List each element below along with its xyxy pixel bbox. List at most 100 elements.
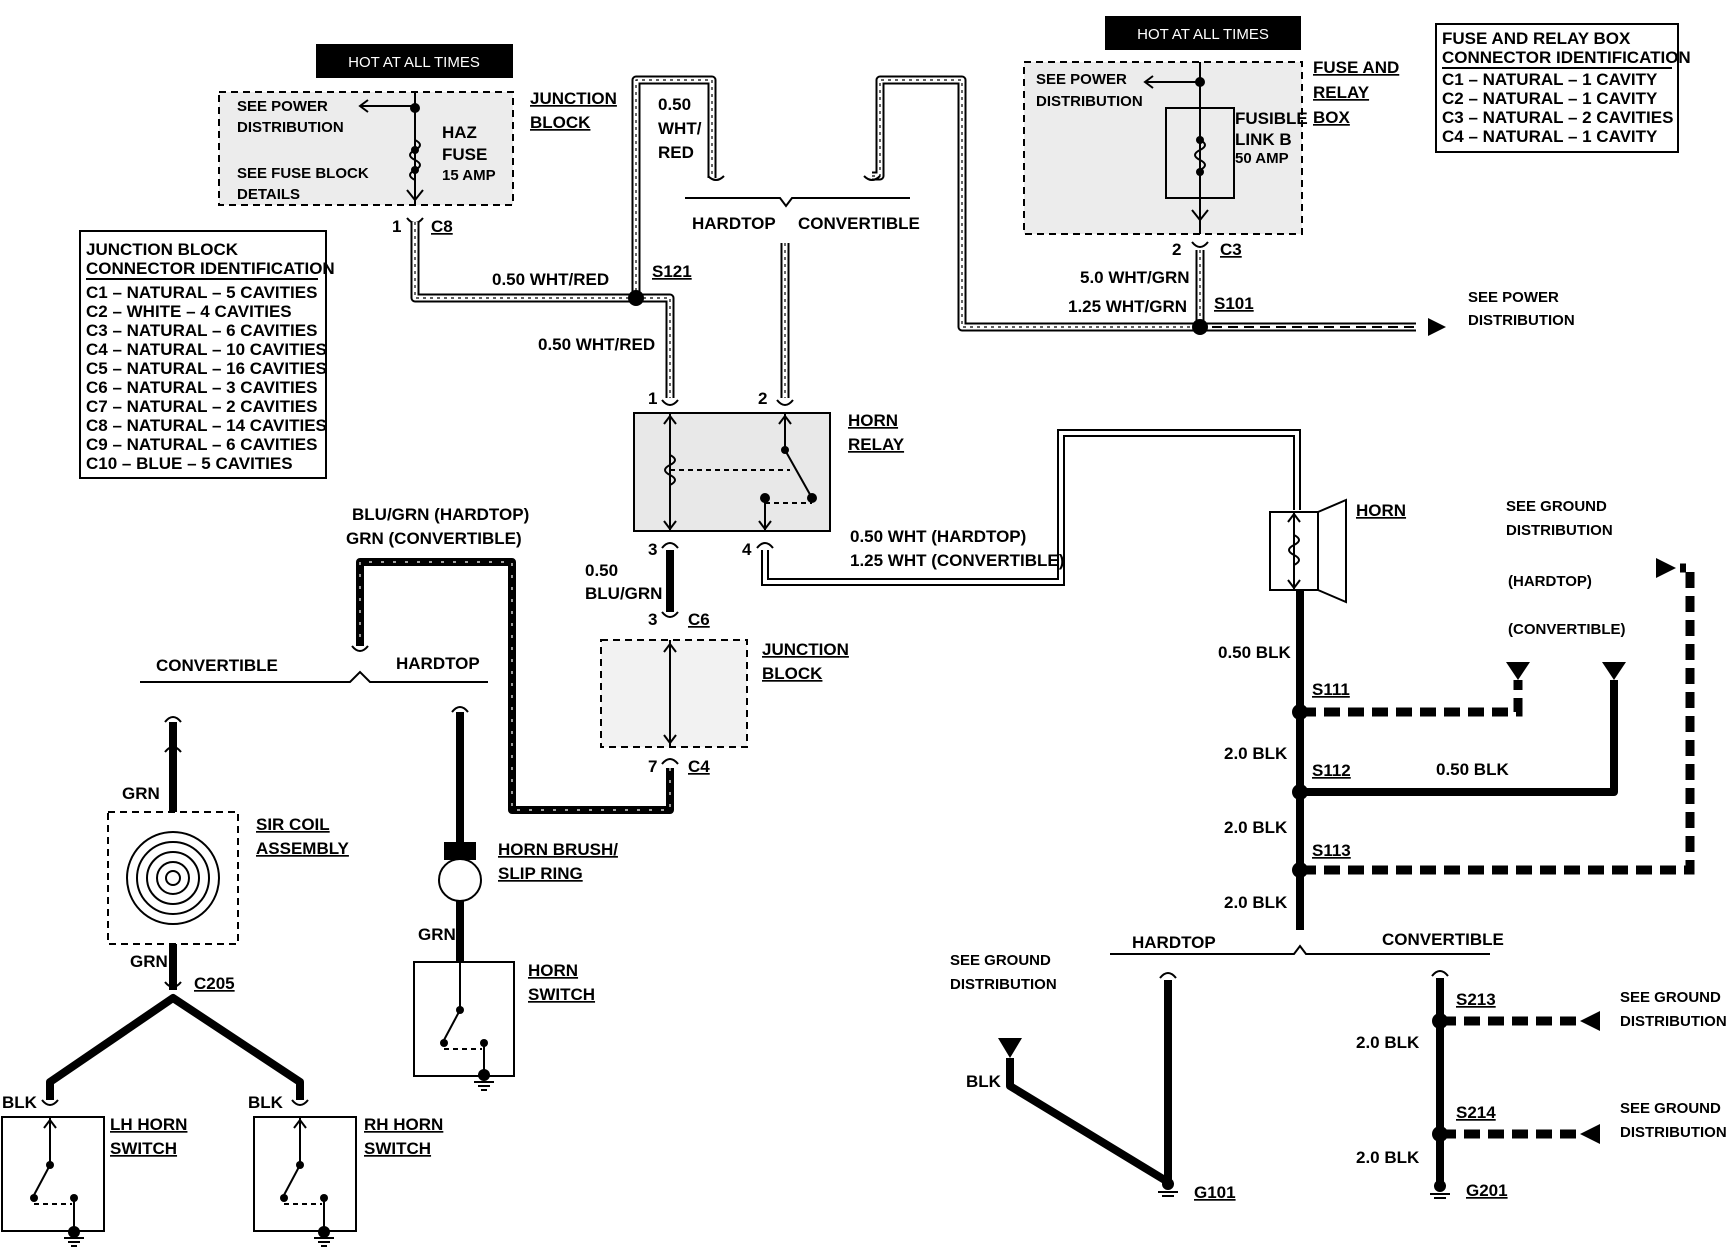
- junction-block-top-1: JUNCTION: [530, 89, 617, 108]
- blugrn-hardtop: BLU/GRN (HARDTOP): [352, 505, 529, 524]
- sir-coil-2: ASSEMBLY: [256, 839, 350, 858]
- hardtop-convertible-brace-bottom: [1110, 944, 1490, 955]
- convertible-left: CONVERTIBLE: [156, 656, 278, 675]
- jb-table-row: C5 – NATURAL – 16 CAVITIES: [86, 359, 327, 378]
- horn-brush-1: HORN BRUSH/: [498, 840, 618, 859]
- c6-label: C6: [688, 610, 710, 629]
- g101: G101: [1194, 1183, 1236, 1202]
- wire-50-whtgrn: 5.0 WHT/GRN: [1080, 268, 1190, 287]
- horn-relay-symbol: [663, 413, 817, 531]
- g101-ground-symbol: [1158, 1178, 1178, 1197]
- grn-3: GRN: [418, 925, 456, 944]
- g201-ground-symbol: [1430, 1180, 1450, 1199]
- s101: S101: [1214, 294, 1254, 313]
- see-power-dist-fr-2: DISTRIBUTION: [1036, 93, 1143, 110]
- jb-table-row: C7 – NATURAL – 2 CAVITIES: [86, 397, 317, 416]
- hot-at-all-times-banner-right: [1105, 16, 1301, 50]
- see-ground-s214-1: SEE GROUND: [1620, 1100, 1721, 1117]
- jb-table-row: C1 – NATURAL – 5 CAVITIES: [86, 283, 317, 302]
- c6-pin: 3: [648, 610, 657, 629]
- see-power-dist-right-1: SEE POWER: [1468, 289, 1559, 306]
- haz-fuse-symbol: [358, 92, 424, 205]
- hardtop-paren: (HARDTOP): [1508, 573, 1592, 590]
- grn-wire-to-switch: [356, 558, 674, 814]
- fusible-link-symbol: [1143, 62, 1235, 234]
- sir-coil-spiral: [126, 831, 220, 925]
- blk-g101: BLK: [966, 1072, 1002, 1091]
- horn-relay-box: [633, 412, 831, 532]
- jb-table-row: C3 – NATURAL – 6 CAVITIES: [86, 321, 317, 340]
- fr-table-title-1: FUSE AND RELAY BOX: [1442, 29, 1631, 48]
- fuse-relay-box-1: FUSE AND: [1313, 58, 1399, 77]
- horn-switch-box: [413, 961, 515, 1077]
- wire-050-blk: 0.50 BLK: [1218, 643, 1291, 662]
- jb-table-row: C6 – NATURAL – 3 CAVITIES: [86, 378, 317, 397]
- see-power-dist-left-1: SEE POWER: [237, 98, 328, 115]
- wht-red-top-1: 0.50: [658, 95, 691, 114]
- see-power-dist-fr-1: SEE POWER: [1036, 71, 1127, 88]
- see-ground-s214-2: DISTRIBUTION: [1620, 1124, 1727, 1141]
- see-ground-s213-1: SEE GROUND: [1620, 989, 1721, 1006]
- c4-label: C4: [688, 757, 710, 776]
- grn-2: GRN: [130, 952, 168, 971]
- c3-label: C3: [1220, 240, 1242, 259]
- sir-coil-1: SIR COIL: [256, 815, 330, 834]
- fusible-link-3: 50 AMP: [1235, 150, 1289, 167]
- s112-ground-wire: [1300, 680, 1618, 796]
- junction-block-mid-box: [600, 639, 748, 748]
- fr-table-title-2: CONNECTOR IDENTIFICATION: [1442, 48, 1691, 67]
- junction-block-mid-1: JUNCTION: [762, 640, 849, 659]
- fuse-relay-id-table: [1435, 23, 1679, 153]
- relay-pin-2: 2: [758, 389, 767, 408]
- wire-20-blk-4: 2.0 BLK: [1356, 1033, 1420, 1052]
- s112: S112: [1312, 761, 1351, 780]
- haz-fuse-3: 15 AMP: [442, 167, 496, 184]
- hardtop-top: HARDTOP: [692, 214, 776, 233]
- fr-table-row: C2 – NATURAL – 1 CAVITY: [1442, 89, 1658, 108]
- horn-brush-slip-ring: [438, 858, 482, 902]
- fuse-relay-box: [1023, 61, 1303, 235]
- s113-ground-wire: [1300, 563, 1695, 875]
- relay-pin-1: 1: [648, 389, 657, 408]
- see-fuse-block-1: SEE FUSE BLOCK: [237, 165, 369, 182]
- wire-125-whtgrn: 1.25 WHT/GRN: [1068, 297, 1187, 316]
- rh-horn-switch-box: [253, 1116, 357, 1232]
- horn-brush-2: SLIP RING: [498, 864, 583, 883]
- horn-relay-2: RELAY: [848, 435, 905, 454]
- jb-table-row: C10 – BLUE – 5 CAVITIES: [86, 454, 293, 473]
- hot-at-all-times-left: HOT AT ALL TIMES: [348, 54, 480, 71]
- horn-switch-2: SWITCH: [528, 985, 595, 1004]
- grn-convertible: GRN (CONVERTIBLE): [346, 529, 522, 548]
- s113: S113: [1312, 841, 1351, 860]
- wht-red-top-2: WHT/: [658, 119, 702, 138]
- see-power-dist-left-2: DISTRIBUTION: [237, 119, 344, 136]
- convertible-bottom: CONVERTIBLE: [1382, 930, 1504, 949]
- s111-ground-wire: [1300, 680, 1523, 717]
- wire-050-blugrn-2: BLU/GRN: [585, 584, 662, 603]
- junction-block-mid-2: BLOCK: [762, 664, 823, 683]
- lh-horn-switch-symbol: [30, 1117, 84, 1247]
- junction-block-id-table: [79, 230, 327, 479]
- wire-050-whtred-2: 0.50 WHT/RED: [538, 335, 655, 354]
- wire-20-blk-2: 2.0 BLK: [1224, 818, 1288, 837]
- hot-at-all-times-right: HOT AT ALL TIMES: [1137, 26, 1269, 43]
- c8-label: C8: [431, 217, 453, 236]
- jb-table-title-1: JUNCTION BLOCK: [86, 240, 239, 259]
- horn-relay-1: HORN: [848, 411, 898, 430]
- relay-pin-3: 3: [648, 540, 657, 559]
- blk-branch-wires: [46, 994, 304, 1100]
- jb-table-row: C8 – NATURAL – 14 CAVITIES: [86, 416, 327, 435]
- fuse-relay-box-3: BOX: [1313, 108, 1351, 127]
- rh-horn-switch-symbol: [280, 1117, 334, 1247]
- fusible-link-1: FUSIBLE: [1235, 109, 1308, 128]
- wht-red-wires: [410, 75, 1446, 398]
- hot-at-all-times-banner-left: [316, 44, 513, 78]
- lh-horn-switch-2: SWITCH: [110, 1139, 177, 1158]
- see-ground-s213-2: DISTRIBUTION: [1620, 1013, 1727, 1030]
- fr-table-row: C3 – NATURAL – 2 CAVITIES: [1442, 108, 1673, 127]
- c4-pin: 7: [648, 757, 657, 776]
- haz-fuse-1: HAZ: [442, 123, 477, 142]
- s111: S111: [1312, 680, 1350, 699]
- horn-symbol: [1269, 498, 1347, 604]
